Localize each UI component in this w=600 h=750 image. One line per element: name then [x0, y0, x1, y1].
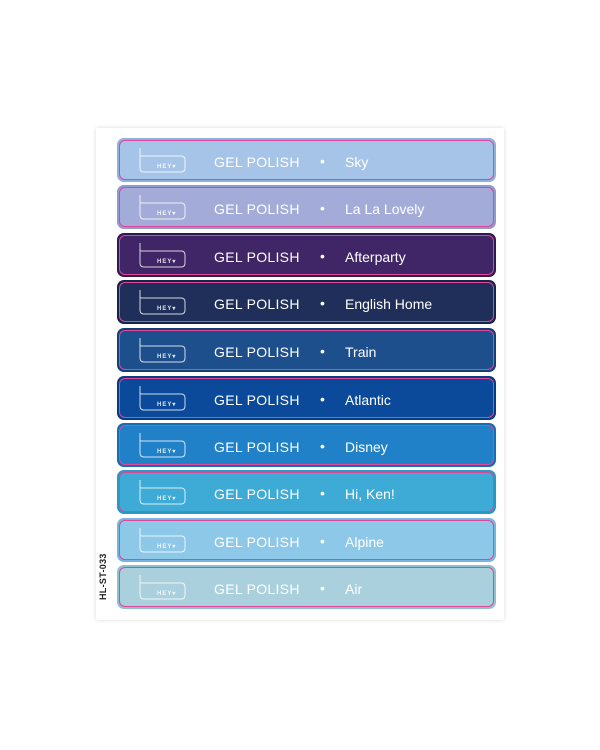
hey-logo-icon — [139, 574, 186, 600]
label-body: HEY▾ GEL POLISH • Disney — [119, 425, 494, 465]
separator: • — [320, 485, 325, 501]
separator: • — [320, 343, 325, 359]
logo-text: HEY▾ — [157, 544, 177, 550]
product-label: GEL POLISH — [214, 249, 300, 265]
product-label: GEL POLISH — [214, 296, 300, 312]
hey-logo-icon — [139, 337, 186, 363]
logo-text: HEY▾ — [157, 306, 177, 312]
sticker-label: HEY▾ GEL POLISH • Alpine — [117, 518, 496, 562]
logo-text: HEY▾ — [157, 211, 177, 217]
logo-text: HEY▾ — [157, 259, 177, 265]
logo-text: HEY▾ — [157, 591, 177, 597]
label-body: HEY▾ GEL POLISH • Train — [119, 330, 494, 370]
product-label: GEL POLISH — [214, 439, 300, 455]
separator: • — [320, 153, 325, 169]
label-body: HEY▾ GEL POLISH • Sky — [119, 140, 494, 180]
logo-text: HEY▾ — [157, 449, 177, 455]
sticker-label: HEY▾ GEL POLISH • Sky — [117, 138, 496, 182]
shade-name: Train — [345, 344, 377, 360]
hey-logo-icon — [139, 289, 186, 315]
logo-text: HEY▾ — [157, 402, 177, 408]
sticker-label: HEY▾ GEL POLISH • Hi, Ken! — [117, 470, 496, 514]
shade-name: Afterparty — [345, 249, 406, 265]
sticker-label: HEY▾ GEL POLISH • Train — [117, 328, 496, 372]
hey-logo-icon — [139, 479, 186, 505]
label-body: HEY▾ GEL POLISH • La La Lovely — [119, 187, 494, 227]
label-body: HEY▾ GEL POLISH • Afterparty — [119, 235, 494, 275]
product-label: GEL POLISH — [214, 392, 300, 408]
sticker-label: HEY▾ GEL POLISH • Atlantic — [117, 376, 496, 420]
separator: • — [320, 295, 325, 311]
hey-logo-icon — [139, 432, 186, 458]
hey-logo-icon — [139, 194, 186, 220]
separator: • — [320, 200, 325, 216]
shade-name: La La Lovely — [345, 201, 425, 217]
shade-name: Disney — [345, 439, 388, 455]
sticker-label: HEY▾ GEL POLISH • Air — [117, 565, 496, 609]
shade-name: English Home — [345, 296, 433, 312]
product-label: GEL POLISH — [214, 154, 300, 170]
label-body: HEY▾ GEL POLISH • Atlantic — [119, 378, 494, 418]
logo-text: HEY▾ — [157, 164, 177, 170]
shade-name: Alpine — [345, 534, 384, 550]
separator: • — [320, 248, 325, 264]
logo-text: HEY▾ — [157, 354, 177, 360]
product-label: GEL POLISH — [214, 581, 300, 597]
separator: • — [320, 391, 325, 407]
product-label: GEL POLISH — [214, 344, 300, 360]
product-label: GEL POLISH — [214, 201, 300, 217]
separator: • — [320, 533, 325, 549]
shade-name: Atlantic — [345, 392, 391, 408]
logo-text: HEY▾ — [157, 496, 177, 502]
separator: • — [320, 580, 325, 596]
label-body: HEY▾ GEL POLISH • Hi, Ken! — [119, 472, 494, 512]
hey-logo-icon — [139, 242, 186, 268]
shade-name: Air — [345, 581, 363, 597]
shade-name: Sky — [345, 154, 369, 170]
product-label: GEL POLISH — [214, 534, 300, 550]
hey-logo-icon — [139, 147, 186, 173]
separator: • — [320, 438, 325, 454]
sheet-code: HL-ST-033 — [98, 553, 108, 600]
sticker-label: HEY▾ GEL POLISH • Afterparty — [117, 233, 496, 277]
sticker-label: HEY▾ GEL POLISH • La La Lovely — [117, 185, 496, 229]
hey-logo-icon — [139, 527, 186, 553]
shade-name: Hi, Ken! — [345, 486, 395, 502]
sticker-label: HEY▾ GEL POLISH • Disney — [117, 423, 496, 467]
product-label: GEL POLISH — [214, 486, 300, 502]
label-body: HEY▾ GEL POLISH • Alpine — [119, 520, 494, 560]
label-body: HEY▾ GEL POLISH • Air — [119, 567, 494, 607]
label-body: HEY▾ GEL POLISH • English Home — [119, 282, 494, 322]
hey-logo-icon — [139, 385, 186, 411]
sticker-label: HEY▾ GEL POLISH • English Home — [117, 280, 496, 324]
